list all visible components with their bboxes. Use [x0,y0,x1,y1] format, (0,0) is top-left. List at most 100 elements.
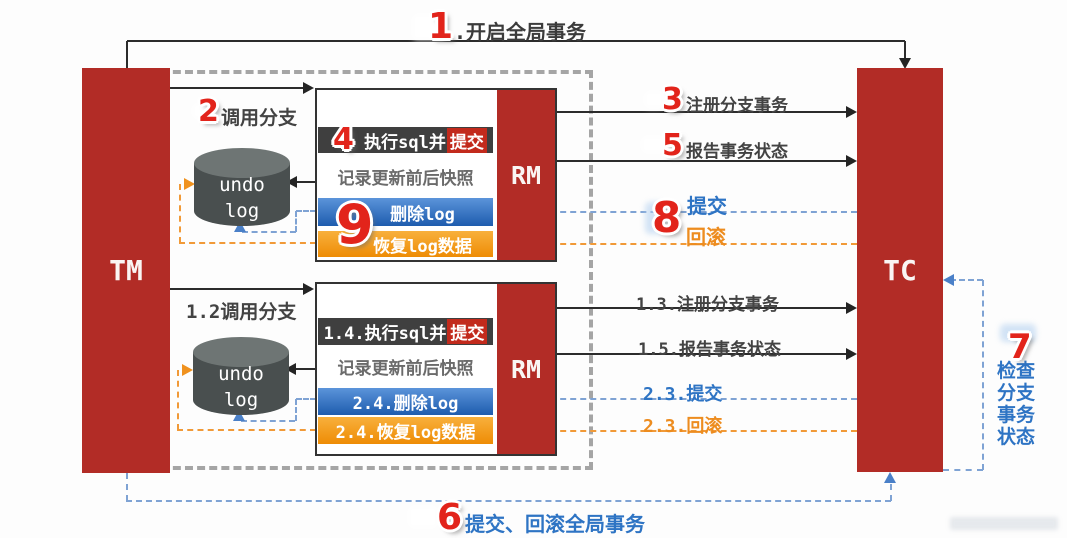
register-upper-arrowhead [846,106,857,118]
exec-upper-text: 执行sql并 [364,132,446,153]
check-loop-top [950,279,983,281]
rm-lower-label: RM [510,354,542,384]
register-lower-label: 1.3.注册分支事务 [636,295,779,315]
finish-arrowhead [884,472,896,483]
snapshot-lower-line [296,368,315,370]
call-upper-number: 2 [198,94,219,129]
begin-step-number: 1 [428,6,454,47]
begin-line-down [904,41,906,60]
restore-log-lower-bar: 2.4.恢复log数据 [318,417,493,444]
rollback-lower-label: 2.3.回滚 [643,416,723,437]
finish-number: 6 [437,497,463,538]
restore-log-lower-text: 2.4.恢复log数据 [335,423,476,443]
watermark [950,517,1058,530]
report-lower-arrowhead [846,348,857,360]
rollback-lower-line [500,430,857,432]
restore-log-upper-text: 恢复log数据 [373,236,472,257]
restore-upper-path-v [179,184,181,243]
undo-log-lower-cylinder: undo log [193,337,289,429]
delete-log-upper-text: 删除log [390,204,455,225]
register-upper-number: 3 [662,82,683,117]
register-upper-smudge [644,91,664,108]
call-lower-line [170,288,304,290]
commit-lower-label: 2.3.提交 [643,384,723,405]
finish-label: 提交、回滚全局事务 [465,512,645,536]
report-upper-smudge [641,136,665,153]
begin-line-top [127,40,905,42]
commit-lower-line [500,398,857,400]
register-upper-line [553,111,847,113]
delete-log-upper-bar: 删除log [318,198,493,226]
rollback-upper-line [500,243,857,245]
rm-upper-strip: RM [497,90,555,260]
delete-upper-path-h [242,231,296,233]
begin-line-up [126,41,128,68]
delete-upper-path-v [295,211,297,232]
rm-lower-box: RM 1.4.执行sql并提交 记录更新前后快照 2.4.删除log 2.4.恢… [315,282,557,456]
snapshot-upper-line [297,181,315,183]
snapshot-lower-arrowhead [285,363,296,375]
cylinder-top [193,337,289,367]
call-upper-arrowhead [303,82,314,94]
exec-upper-commit-chip: 提交 [446,127,487,153]
exec-upper-bar: 执行sql并提交 [318,127,493,153]
register-lower-arrowhead [846,302,857,314]
snapshot-lower-text: 记录更新前后快照 [337,359,474,379]
exec-lower-bar: 1.4.执行sql并提交 [318,318,493,345]
commit-upper-line [500,211,857,213]
register-upper-label: 注册分支事务 [686,96,788,116]
restore-lower-path-v [177,370,179,430]
restore-upper-arrowhead [184,178,195,190]
begin-arrowhead [899,58,911,69]
delete-log-lower-text: 2.4.删除log [352,394,459,414]
commit-upper-number: 8 [652,193,682,242]
delete-lower-path-v [295,399,297,421]
undo-log-lower-text: undo log [218,363,264,411]
commit-upper-label: 提交 [687,194,727,218]
delete-lower-path-stub [296,398,316,400]
delete-lower-path-h [241,420,295,422]
report-upper-line [553,160,847,162]
report-lower-label: 1.5.报告事务状态 [638,340,781,360]
report-lower-line [553,353,847,355]
rollback-upper-label: 回滚 [686,225,726,249]
exec-lower-text: 1.4.执行sql并 [323,324,447,344]
cleanup-upper-number: 9 [336,193,374,256]
tc-label: TC [883,253,917,287]
check-loop-bottom [943,469,983,471]
cylinder-top [194,148,290,178]
finish-path-left [126,473,128,501]
tm-node: TM [82,68,170,473]
undo-log-upper-text: undo log [219,174,265,222]
check-loop-right [982,280,984,470]
report-upper-arrowhead [846,155,857,167]
rm-upper-box: RM 执行sql并提交 记录更新前后快照 删除log 恢复log数据 [315,88,557,262]
report-upper-label: 报告事务状态 [686,142,788,162]
delete-lower-arrowhead [233,410,245,421]
call-upper-line [170,87,304,89]
restore-lower-arrowhead [182,364,193,376]
delete-log-lower-bar: 2.4.删除log [318,388,493,415]
delete-upper-path-stub [296,210,316,212]
commit-upper-smudge [645,202,665,234]
call-lower-label: 1.2调用分支 [186,301,297,323]
finish-smudge [408,506,438,528]
restore-lower-path-h [177,429,316,431]
begin-num-smudge [412,14,446,40]
snapshot-upper-arrowhead [286,176,297,188]
snapshot-upper-text: 记录更新前后快照 [337,169,474,189]
register-lower-line [553,307,847,309]
rm-upper-label: RM [510,160,542,190]
call-lower-arrowhead [303,283,314,295]
begin-label: .开启全局事务 [454,20,587,44]
exec-lower-commit-chip: 提交 [447,319,488,344]
finish-path-right [890,484,892,501]
check-loop-arrowhead [943,274,954,286]
call-upper-label: 调用分支 [221,107,298,129]
restore-upper-path-h [179,242,316,244]
check-number: 7 [1008,327,1032,367]
report-upper-number: 5 [662,128,683,163]
finish-path-bottom [126,500,891,502]
rm-lower-strip: RM [497,284,555,454]
